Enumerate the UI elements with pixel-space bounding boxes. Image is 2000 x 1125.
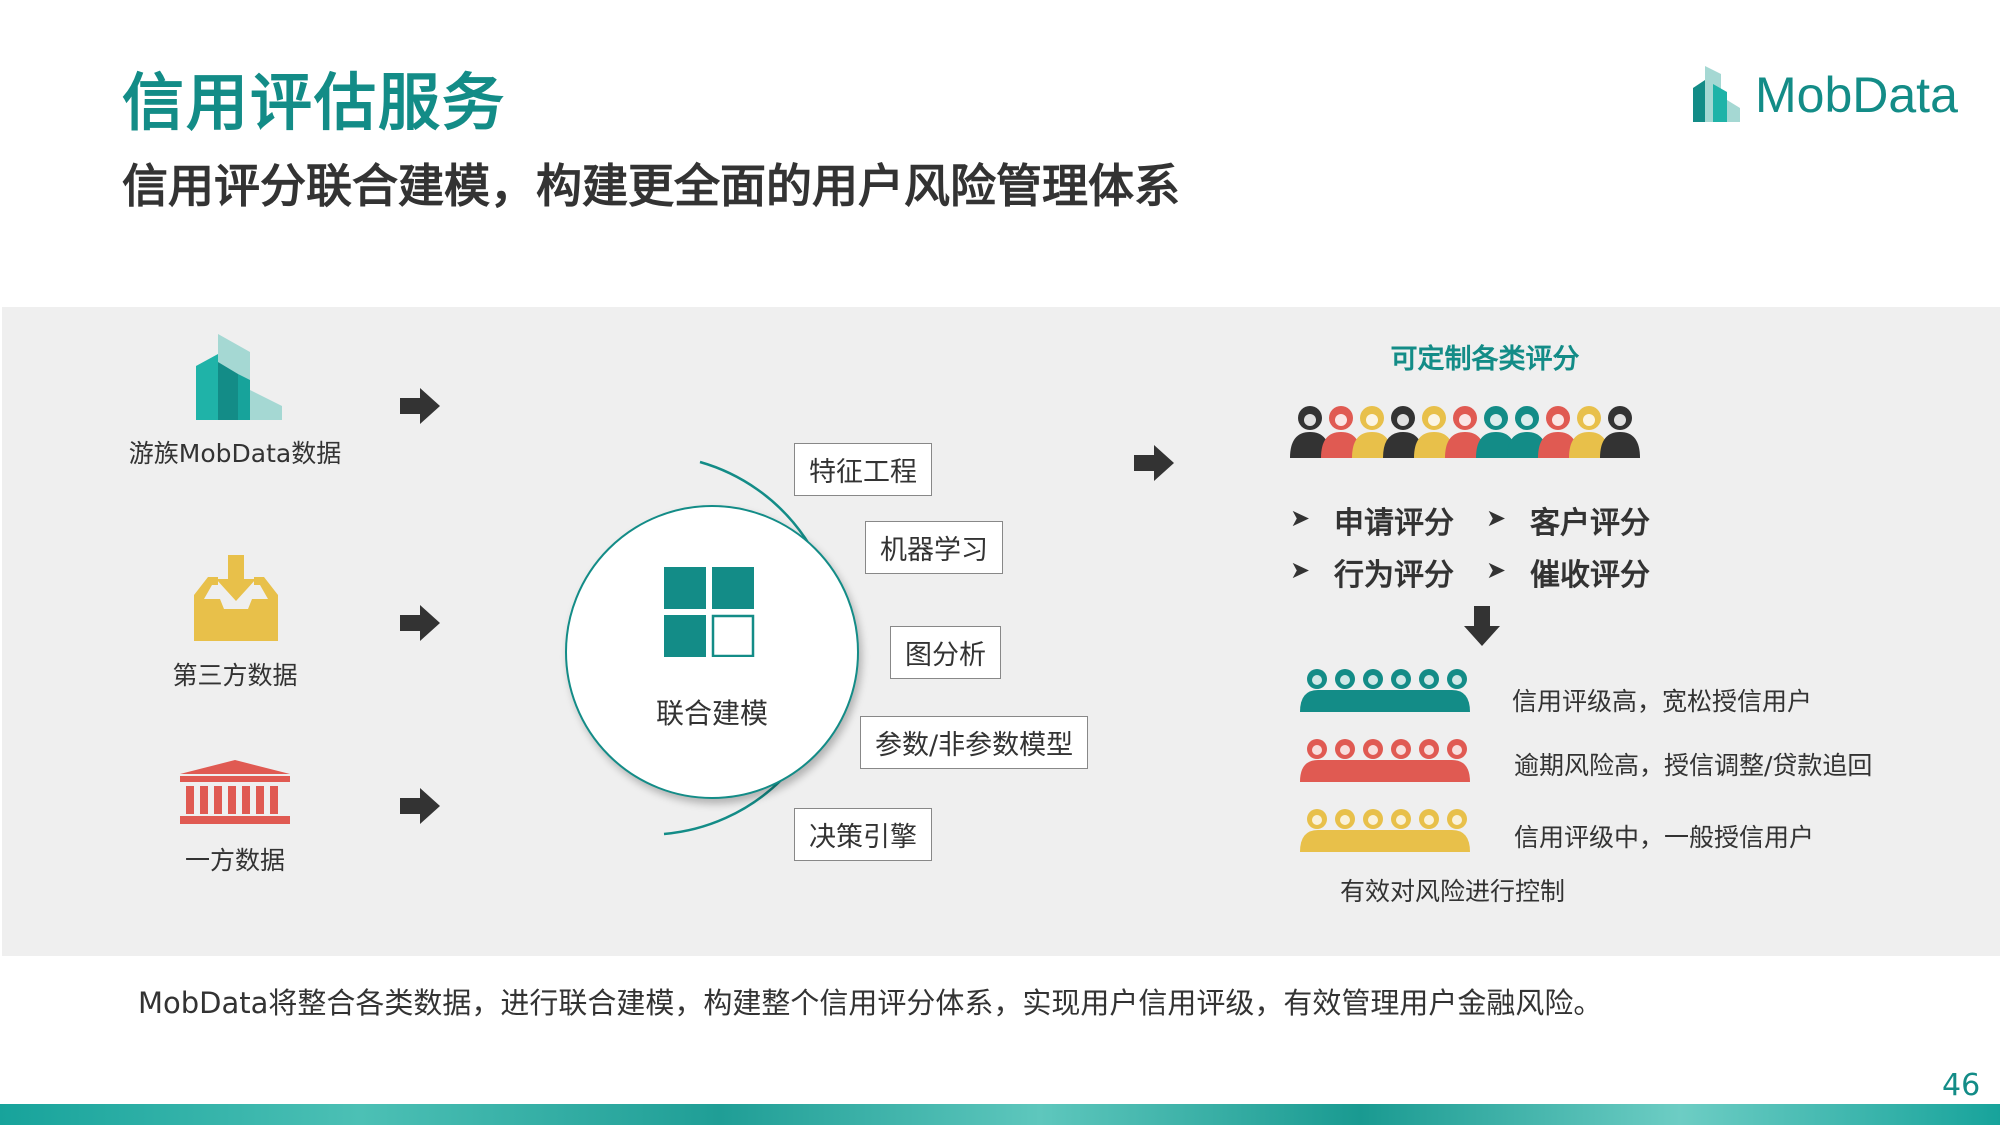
mobdata-logo-icon (1693, 66, 1740, 122)
people-group-yellow-icon (1300, 809, 1470, 852)
page-title: 信用评估服务 (122, 66, 507, 139)
method-tag: 特征工程 (794, 443, 932, 496)
arrow-right-icon (1134, 445, 1174, 481)
control-text: 有效对风险进行控制 (1340, 877, 1566, 906)
method-tag: 参数/非参数模型 (860, 716, 1089, 769)
bottom-accent-bar (0, 1104, 2000, 1125)
segment-label: 信用评级高，宽松授信用户 (1512, 687, 1813, 716)
score-title: 可定制各类评分 (1390, 344, 1580, 375)
segment-label: 逾期风险高，授信调整/贷款追回 (1514, 751, 1873, 780)
people-group-teal-icon (1300, 669, 1470, 712)
method-tag: 机器学习 (865, 521, 1003, 574)
arrow-right-icon (400, 605, 440, 641)
method-tag: 决策引擎 (794, 808, 932, 861)
score-item: 客户评分 (1530, 506, 1650, 541)
people-crowd-icon (1290, 406, 1640, 458)
chevron-right-icon: ➤ (1290, 504, 1311, 532)
building-icon (196, 334, 282, 420)
logo-text: MobData (1755, 67, 1958, 123)
chevron-right-icon: ➤ (1290, 556, 1311, 584)
score-item: 申请评分 (1334, 506, 1454, 541)
arrow-right-icon (400, 388, 440, 424)
chevron-right-icon: ➤ (1486, 556, 1507, 584)
source-label-firstparty: 一方数据 (184, 846, 285, 875)
bank-icon (180, 760, 290, 824)
arrow-right-icon (400, 788, 440, 824)
score-item: 行为评分 (1334, 558, 1454, 593)
core-label: 联合建模 (655, 697, 768, 730)
chevron-right-icon: ➤ (1486, 504, 1507, 532)
segment-label: 信用评级中，一般授信用户 (1514, 823, 1815, 852)
page-subtitle: 信用评分联合建模，构建更全面的用户风险管理体系 (122, 159, 1180, 213)
inbox-download-icon (194, 555, 278, 641)
score-item: 催收评分 (1530, 558, 1650, 593)
source-label-thirdparty: 第三方数据 (172, 661, 298, 690)
people-group-red-icon (1300, 739, 1470, 782)
diagram-panel (2, 307, 2000, 956)
arrow-down-icon (1464, 606, 1500, 646)
source-label-mobdata: 游族MobData数据 (128, 439, 342, 468)
grid-blocks-icon (664, 567, 755, 657)
method-tag: 图分析 (890, 626, 1001, 679)
page-number: 46 (1942, 1068, 1981, 1103)
footer-summary: MobData将整合各类数据，进行联合建模，构建整个信用评分体系，实现用户信用评… (138, 986, 1603, 1020)
